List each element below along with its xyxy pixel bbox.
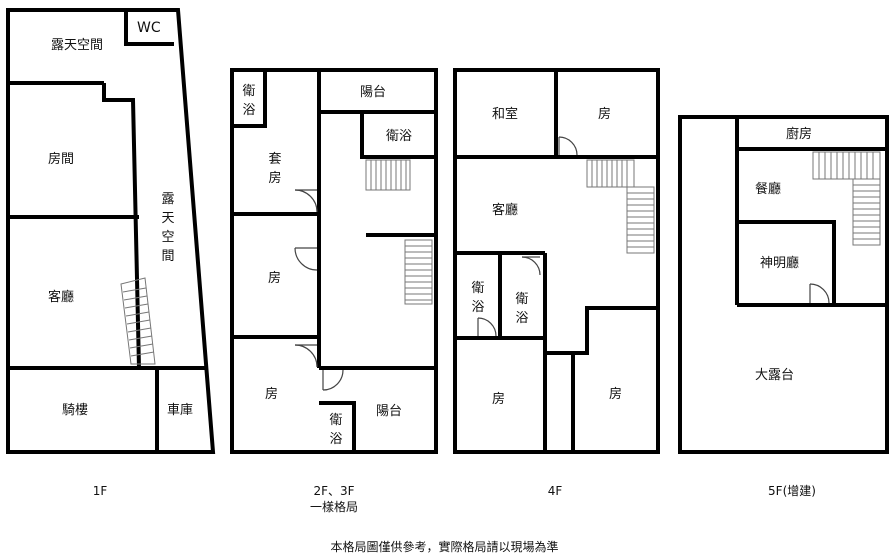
floor-caption-4f: 4F xyxy=(547,484,563,498)
door-5f-shrine xyxy=(809,283,830,304)
stair-5f-upper xyxy=(812,151,881,180)
room-label-5f-shrine: 神明廳 xyxy=(760,256,800,271)
door-2f-room-mid xyxy=(294,247,318,271)
room-label-4f-living: 客廳 xyxy=(492,203,519,218)
stair-4f-lower xyxy=(626,186,655,254)
room-label-5f-dining: 餐廳 xyxy=(755,182,782,197)
room-label-2f-suite: 套房 xyxy=(268,152,282,186)
room-label-4f-bath-b: 衛浴 xyxy=(515,292,529,326)
door-2f-bath xyxy=(322,369,344,391)
room-label-4f-room-top: 房 xyxy=(598,107,612,122)
stair-2f-upper xyxy=(365,159,411,191)
room-label-4f-room-right: 房 xyxy=(609,387,623,402)
door-4f-bath-b xyxy=(521,256,541,276)
room-label-2f-bath-b: 衛浴 xyxy=(386,129,413,144)
room-label-2f-room-low: 房 xyxy=(265,387,279,402)
stair-4f-upper xyxy=(586,159,635,188)
room-label-2f-balcony-top: 陽台 xyxy=(360,85,387,100)
footer-disclaimer: 本格局圖僅供參考，實際格局請以現場為準 xyxy=(330,540,559,554)
room-label-1f-living: 客廳 xyxy=(48,290,75,305)
floorplan-5f-walls xyxy=(678,115,889,454)
room-label-5f-terrace: 大露台 xyxy=(755,368,795,383)
room-label-4f-japanese: 和室 xyxy=(492,107,519,122)
floorplan-4f-walls xyxy=(453,68,660,454)
floor-caption-5f: 5F(增建) xyxy=(768,484,816,498)
room-label-1f-open-side: 露天空間 xyxy=(161,192,175,264)
stair-1f xyxy=(120,277,156,365)
room-label-1f-garage: 車庫 xyxy=(167,403,194,418)
room-label-1f-open-space: 露天空間 xyxy=(51,38,104,53)
room-label-1f-wc: WC xyxy=(137,20,161,36)
room-label-2f-balcony-bottom: 陽台 xyxy=(376,404,403,419)
floorplan-1f-walls xyxy=(6,8,216,454)
stair-5f-lower xyxy=(852,178,881,246)
door-4f-bath-a xyxy=(477,317,497,337)
stair-2f-lower xyxy=(404,239,433,305)
door-2f-suite xyxy=(294,189,318,213)
room-label-5f-kitchen: 廚房 xyxy=(786,127,813,142)
room-label-2f-bath-a: 衛浴 xyxy=(242,84,256,118)
floor-caption-2f-3f: 2F、3F xyxy=(313,484,355,498)
floor-caption-1f: 1F xyxy=(92,484,108,498)
floorplan-2f-walls xyxy=(230,68,438,454)
room-label-2f-room-mid: 房 xyxy=(268,271,282,286)
room-label-4f-bath-a: 衛浴 xyxy=(471,281,485,315)
room-label-1f-arcade: 騎樓 xyxy=(62,403,89,418)
room-label-2f-bath-c: 衛浴 xyxy=(329,413,343,447)
floor-caption-2f-note: 一樣格局 xyxy=(309,500,358,514)
room-label-4f-room-left: 房 xyxy=(492,392,506,407)
room-label-1f-room: 房間 xyxy=(48,152,75,167)
door-4f-room-top xyxy=(558,136,578,156)
door-2f-room-low xyxy=(294,344,318,368)
